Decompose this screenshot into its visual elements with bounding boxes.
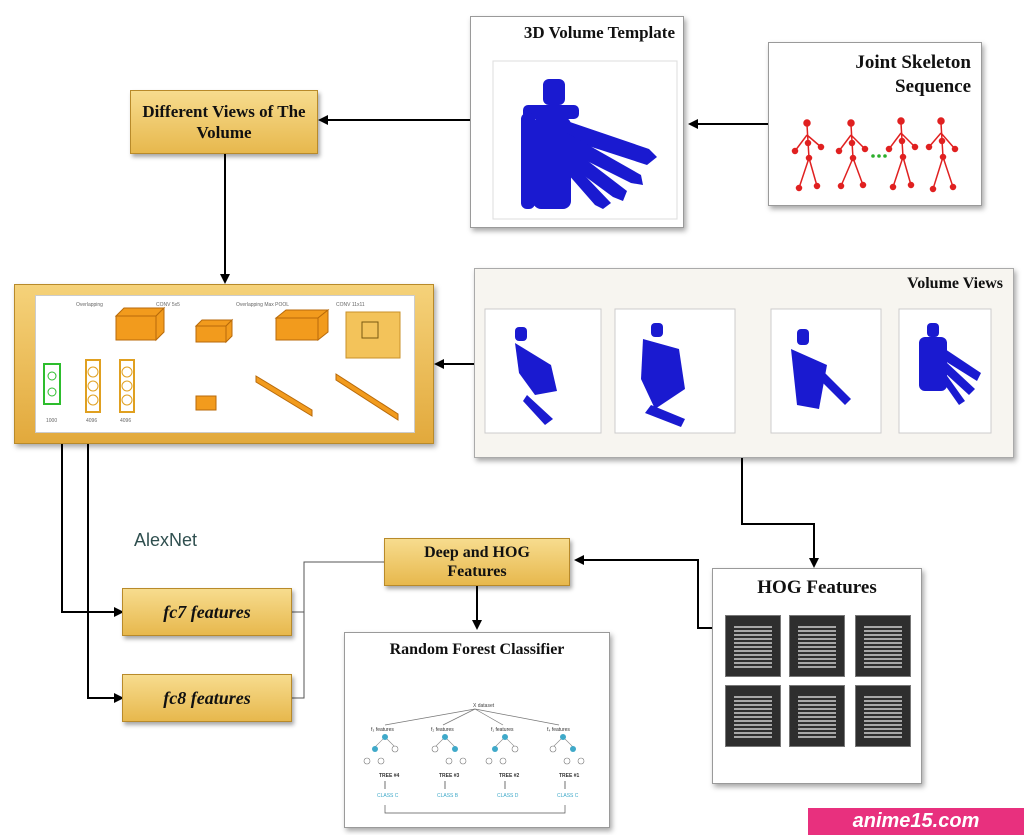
- forest-trees: [363, 734, 585, 765]
- random-forest-title: Random Forest Classifier: [389, 641, 565, 658]
- hog-features-title: HOG Features: [757, 577, 877, 598]
- svg-text:4096: 4096: [120, 418, 131, 424]
- skeleton-figures: [791, 117, 959, 193]
- skeleton-ellipsis: [871, 154, 887, 158]
- skeleton-figure-1: [791, 119, 825, 192]
- forest-tree-4: TREE #4: [379, 773, 400, 779]
- hog-cell-6: [855, 685, 911, 747]
- forest-tree-1: TREE #1: [559, 773, 580, 779]
- alexnet-architecture-figure: CONV 11x11 Overlapping Max POOL CONV 5x5…: [35, 295, 415, 433]
- skeleton-figure-2: [835, 119, 869, 190]
- joint-skeleton-panel: Joint Skeleton Sequence: [768, 42, 982, 206]
- forest-features-2: f₂ features: [431, 727, 454, 733]
- connector-fc8-to-deephog: [292, 612, 305, 699]
- volume-view-3: [614, 308, 736, 434]
- forest-tree-3: TREE #3: [439, 773, 460, 779]
- skeleton-figure-4: [925, 117, 959, 193]
- connector-fc7-to-deephog: [292, 561, 384, 613]
- alexnet-label: AlexNet: [134, 530, 198, 550]
- fc8-features-node: fc8 features: [122, 674, 292, 722]
- joint-skeleton-title: Joint Skeleton Sequence: [855, 52, 971, 97]
- svg-text:CONV 5x5: CONV 5x5: [156, 302, 180, 308]
- hog-cell-3: [855, 615, 911, 677]
- volume-template-panel: 3D Volume Template: [470, 16, 684, 228]
- arrow-hog-to-deephog: [574, 555, 712, 629]
- arrow-alexnet-to-fc8: [87, 434, 124, 703]
- volume-views-panel: Volume Views: [474, 268, 1014, 458]
- hog-cell-4: [725, 685, 781, 747]
- hog-cell-2: [789, 615, 845, 677]
- svg-text:Overlapping Max POOL: Overlapping Max POOL: [236, 302, 289, 308]
- forest-class-2: CLASS D: [497, 793, 519, 799]
- forest-tree-2: TREE #2: [499, 773, 520, 779]
- volume-view-2: [770, 308, 882, 434]
- svg-text:1000: 1000: [46, 418, 57, 424]
- arrow-volumeviews-to-hog: [741, 458, 819, 568]
- volume-view-4: [484, 308, 602, 434]
- fc7-features-node: fc7 features: [122, 588, 292, 636]
- volume-template-figure: [492, 60, 678, 220]
- forest-features-4: f₄ features: [547, 727, 570, 733]
- hog-cell-5: [789, 685, 845, 747]
- volume-view-1: [898, 308, 992, 434]
- arrow-alexnet-to-fc7: [61, 434, 124, 617]
- hog-features-panel: HOG Features: [712, 568, 922, 784]
- volume-view-plots: [484, 308, 992, 434]
- forest-class-1: CLASS C: [557, 793, 579, 799]
- svg-text:Overlapping: Overlapping: [76, 302, 103, 308]
- forest-dataset-label: X dataset: [473, 703, 495, 709]
- forest-features-3: f₁ features: [491, 727, 514, 733]
- hog-cell-1: [725, 615, 781, 677]
- alexnet-panel: CONV 11x11 Overlapping Max POOL CONV 5x5…: [14, 284, 434, 444]
- forest-features-1: f₃ features: [371, 727, 394, 733]
- deep-hog-features-node: Deep and HOG Features: [384, 538, 570, 586]
- skeleton-figure-3: [885, 117, 919, 191]
- volume-views-title: Volume Views: [907, 275, 1003, 292]
- alexnet-layers: CONV 11x11 Overlapping Max POOL CONV 5x5…: [43, 302, 401, 424]
- different-views-node: Different Views of The Volume: [130, 90, 318, 154]
- forest-diagram: X dataset f₃ features f₂ features f₁ fea…: [363, 703, 585, 814]
- forest-class-4: CLASS C: [377, 793, 399, 799]
- watermark-badge[interactable]: anime15.com: [808, 808, 1024, 835]
- svg-text:CONV 11x11: CONV 11x11: [336, 302, 365, 308]
- volume-template-title: 3D Volume Template: [523, 23, 675, 42]
- forest-class-3: CLASS B: [437, 793, 459, 799]
- random-forest-panel: Random Forest Classifier X dataset f₃ fe…: [344, 632, 610, 828]
- svg-text:4096: 4096: [86, 418, 97, 424]
